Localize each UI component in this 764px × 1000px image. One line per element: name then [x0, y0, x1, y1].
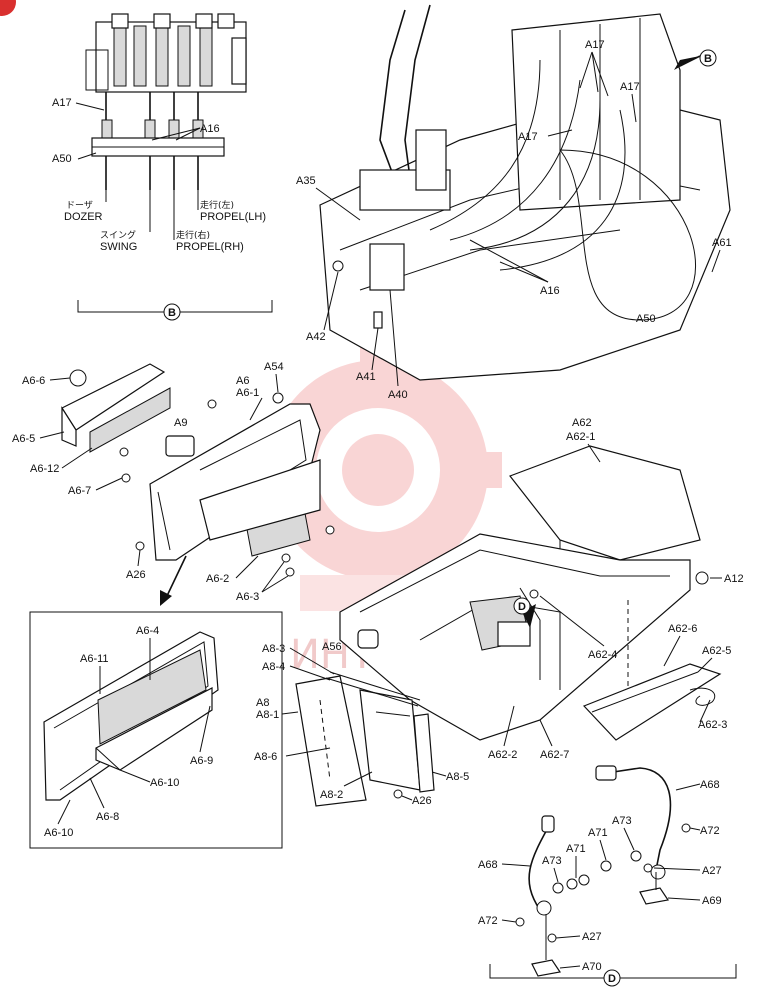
label-a27-2: A27: [582, 931, 602, 943]
label-a40: A40: [388, 389, 408, 401]
label-a62: A62: [572, 417, 592, 429]
label-a41: A41: [356, 371, 376, 383]
label-swing: SWING: [100, 241, 137, 253]
label-dozer: DOZER: [64, 211, 103, 223]
view-b-pointer: B: [704, 53, 712, 65]
label-a6-2: A6-2: [206, 573, 229, 585]
label-a70: A70: [582, 961, 602, 973]
label-a6-8: A6-8: [96, 811, 119, 823]
label-a26-1: A26: [126, 569, 146, 581]
upper-machine-controls: [319, 4, 731, 381]
label-a6-3: A6-3: [236, 591, 259, 603]
label-a8-2: A8-2: [320, 789, 343, 801]
label-a26-2: A26: [412, 795, 432, 807]
label-a54: A54: [264, 361, 284, 373]
view-d-ground-cables: [515, 765, 691, 977]
label-a8-6: A8-6: [254, 751, 277, 763]
label-a50-b: A50: [52, 153, 72, 165]
label-a17-3: A17: [518, 131, 538, 143]
label-a27-1: A27: [702, 865, 722, 877]
label-propel-lh: PROPEL(LH): [200, 211, 266, 223]
label-propel-rh: PROPEL(RH): [176, 241, 244, 253]
label-a6-6: A6-6: [22, 375, 45, 387]
label-a62-3: A62-3: [698, 719, 727, 731]
label-a72-1: A72: [700, 825, 720, 837]
view-d-pointer: D: [518, 601, 526, 613]
label-a35: A35: [296, 175, 316, 187]
label-a6-9: A6-9: [190, 755, 213, 767]
label-a6: A6: [236, 375, 249, 387]
view-b-valve-assembly: [85, 13, 247, 190]
label-a17-b: A17: [52, 97, 72, 109]
label-a62-7: A62-7: [540, 749, 569, 761]
label-a62-5: A62-5: [702, 645, 731, 657]
label-a6-5: A6-5: [12, 433, 35, 445]
corner-badge-icon: [0, 0, 16, 16]
label-a73-1: A73: [612, 815, 632, 827]
label-a9: A9: [174, 417, 187, 429]
label-a17-1: A17: [585, 39, 605, 51]
label-a6-4: A6-4: [136, 625, 159, 637]
label-dozer-jp: ドーザ: [66, 200, 93, 211]
label-a6-1: A6-1: [236, 387, 259, 399]
label-a6-12: A6-12: [30, 463, 59, 475]
label-a68-1: A68: [700, 779, 720, 791]
label-a16-1: A16: [540, 285, 560, 297]
label-a73-2: A73: [542, 855, 562, 867]
label-a69: A69: [702, 895, 722, 907]
label-a71-1: A71: [588, 827, 608, 839]
label-a62-6: A62-6: [668, 623, 697, 635]
label-a6-10b: A6-10: [44, 827, 73, 839]
label-a6-7: A6-7: [68, 485, 91, 497]
label-a62-1: A62-1: [566, 431, 595, 443]
label-propel-rh-jp: 走行(右): [176, 229, 210, 241]
label-a61: A61: [712, 237, 732, 249]
label-a56: A56: [322, 641, 342, 653]
label-a8-4: A8-4: [262, 661, 285, 673]
detail-box-a6: [29, 611, 283, 849]
label-a6-11: A6-11: [80, 653, 109, 665]
panel-a6-assembly: [61, 363, 335, 606]
label-a8-5: A8-5: [446, 771, 469, 783]
label-a8: A8: [256, 697, 269, 709]
label-swing-jp: スイング: [100, 229, 136, 241]
label-a6-10a: A6-10: [150, 777, 179, 789]
label-a71-2: A71: [566, 843, 586, 855]
label-a62-4: A62-4: [588, 649, 617, 661]
label-a42: A42: [306, 331, 326, 343]
label-a8-1: A8-1: [256, 709, 279, 721]
label-a72-2: A72: [478, 915, 498, 927]
label-a8-3: A8-3: [262, 643, 285, 655]
view-d-marker: D: [608, 973, 616, 985]
label-a16-b: A16: [200, 123, 220, 135]
label-a50-1: A50: [636, 313, 656, 325]
panel-a6-detail: [43, 631, 219, 801]
label-propel-lh-jp: 走行(左): [200, 199, 234, 211]
view-b-marker: B: [168, 307, 176, 319]
label-a12: A12: [724, 573, 744, 585]
label-a68-2: A68: [478, 859, 498, 871]
panel-a8-assembly: [295, 629, 435, 807]
label-a62-2: A62-2: [488, 749, 517, 761]
label-a17-2: A17: [620, 81, 640, 93]
